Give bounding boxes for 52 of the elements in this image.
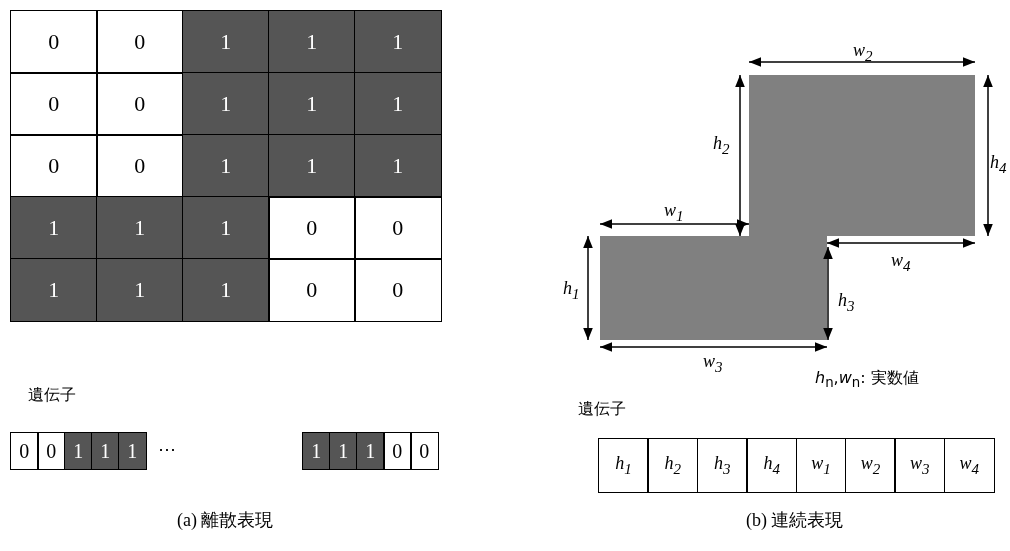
dimension-label: h$_{4}$ (990, 152, 1007, 177)
caption: (a) 離散表現 (177, 509, 274, 532)
grid-cell: 1 (182, 258, 270, 322)
grid-cell: 1 (182, 10, 270, 74)
grid-cell: 1 (96, 258, 184, 322)
dimension-label: w$_{2}$ (853, 40, 873, 65)
grid-cell: 0 (268, 196, 356, 260)
gene-cell: 0 (383, 432, 412, 470)
gene-cell: 1 (91, 432, 120, 470)
note: h$_{n}$,w$_{n}$: 実数値 (815, 368, 919, 391)
grid-cell: 0 (354, 196, 442, 260)
gene-cell: h$_{3}$ (696, 438, 748, 493)
gene-heading: 遺伝子 (28, 385, 76, 406)
dimension-label: h$_{2}$ (713, 133, 730, 158)
grid-cell: 1 (182, 134, 270, 198)
grid-cell: 0 (268, 258, 356, 322)
gene-cell: 1 (329, 432, 358, 470)
gene-cell: h$_{2}$ (647, 438, 699, 493)
grid-cell: 1 (182, 196, 270, 260)
grid-cell: 1 (268, 134, 356, 198)
grid-cell: 0 (10, 10, 98, 74)
dimension-label: w$_{4}$ (891, 250, 911, 275)
grid-cell: 1 (354, 10, 442, 74)
grid-cell: 1 (268, 10, 356, 74)
grid-cell: 1 (10, 258, 98, 322)
gene-cell: 1 (64, 432, 93, 470)
gene-cell: w$_{3}$ (894, 438, 946, 493)
gene-cell: w$_{2}$ (845, 438, 896, 493)
gene-cell: w$_{1}$ (795, 438, 847, 493)
grid-cell: 0 (354, 258, 442, 322)
gene-cell: w$_{4}$ (943, 438, 995, 493)
grid-cell: 1 (96, 196, 184, 260)
gene-cell: h$_{4}$ (746, 438, 798, 493)
dimension-label: h$_{1}$ (563, 278, 580, 303)
grid-cell: 1 (268, 72, 356, 136)
grid-cell: 1 (10, 196, 98, 260)
caption: (b) 連続表現 (746, 509, 844, 532)
gene-heading: 遺伝子 (578, 399, 626, 420)
gene-cell: 0 (410, 432, 439, 470)
gene-cell: 1 (356, 432, 385, 470)
grid-cell: 1 (354, 72, 442, 136)
ellipsis: ⋯ (158, 438, 176, 460)
gene-cell: 1 (302, 432, 331, 470)
gene-cell: h$_{1}$ (598, 438, 649, 493)
dimension-label: h$_{3}$ (838, 290, 855, 315)
grid-cell: 0 (10, 72, 98, 136)
gene-cell: 0 (10, 432, 39, 470)
grid-cell: 1 (354, 134, 442, 198)
dimension-label: w$_{1}$ (664, 200, 684, 225)
dimension-label: w$_{3}$ (703, 351, 723, 376)
gene-cell: 1 (118, 432, 147, 470)
grid-cell: 1 (182, 72, 270, 136)
